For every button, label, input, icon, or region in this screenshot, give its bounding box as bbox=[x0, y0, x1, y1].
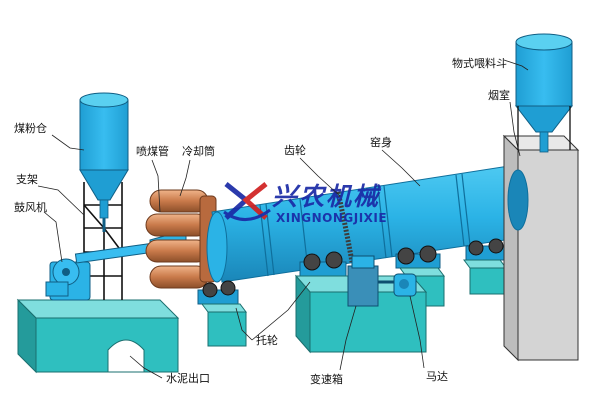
gear-ring bbox=[335, 191, 355, 263]
blower bbox=[45, 242, 155, 301]
watermark-chinese: 兴农机械 bbox=[272, 182, 382, 211]
smoke-chamber bbox=[502, 134, 580, 362]
label-kiln-body: 窑身 bbox=[370, 135, 392, 149]
label-blower: 鼓风机 bbox=[14, 200, 47, 214]
label-gearbox: 变速箱 bbox=[310, 372, 343, 386]
watermark-logo-icon bbox=[223, 182, 271, 221]
feed-hopper bbox=[514, 33, 574, 153]
label-motor: 马达 bbox=[426, 370, 448, 383]
label-burner-pipe: 喷煤管 bbox=[136, 144, 169, 158]
label-cooler: 冷却筒 bbox=[182, 144, 215, 158]
coal-bin bbox=[79, 92, 129, 300]
roller-pier-4 bbox=[463, 238, 507, 295]
watermark-english: XINGNONGJIXIE bbox=[276, 211, 387, 225]
label-gear-ring: 齿轮 bbox=[284, 143, 306, 157]
label-riding-rollers: 托轮 bbox=[256, 333, 278, 347]
cement-outlet-opening bbox=[107, 339, 145, 373]
label-support-frame: 支架 bbox=[16, 173, 38, 186]
label-smoke-chamber: 烟室 bbox=[488, 88, 510, 102]
label-cement-outlet: 水泥出口 bbox=[166, 371, 210, 385]
roller-pier-2 bbox=[299, 251, 347, 277]
leader-lines bbox=[37, 59, 529, 379]
label-coal-bin: 煤粉仓 bbox=[14, 121, 47, 135]
gearbox bbox=[347, 255, 396, 307]
roller-pier-1 bbox=[197, 280, 247, 347]
left-base-platform bbox=[16, 298, 180, 374]
motor bbox=[393, 273, 417, 297]
watermark: 兴农机械 XINGNONGJIXIE bbox=[223, 182, 387, 225]
label-feed-hopper: 物式喂料斗 bbox=[452, 56, 507, 70]
